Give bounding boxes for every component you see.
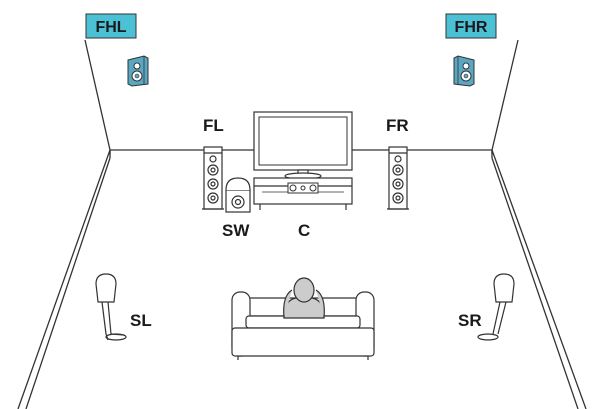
- fhr-tag: [445, 13, 497, 39]
- sw-label: SW: [222, 221, 250, 240]
- fl-label: FL: [203, 116, 224, 135]
- center-speaker-icon: [287, 182, 319, 194]
- fhl-tag: [85, 13, 137, 39]
- fl-tower-speaker: [202, 146, 224, 210]
- subwoofer-icon: [225, 177, 251, 213]
- sr-stand-speaker: [477, 273, 515, 341]
- tv-icon: [253, 111, 353, 180]
- fhr-speaker-group: FHR: [445, 13, 497, 87]
- fr-tower-speaker: [387, 146, 409, 210]
- bookshelf-speaker-icon: [127, 55, 149, 87]
- bookshelf-speaker-icon: [453, 55, 475, 87]
- sl-label: SL: [130, 311, 152, 330]
- fr-label: FR: [386, 116, 409, 135]
- fhl-label: FHL: [95, 19, 126, 36]
- sr-label: SR: [458, 311, 482, 330]
- sl-stand-speaker: [95, 273, 127, 341]
- sofa-icon: [231, 291, 375, 360]
- c-label: C: [298, 221, 310, 240]
- fhr-label: FHR: [455, 19, 488, 36]
- fhl-speaker-group: FHL: [85, 13, 149, 87]
- listener-icon: [283, 277, 325, 319]
